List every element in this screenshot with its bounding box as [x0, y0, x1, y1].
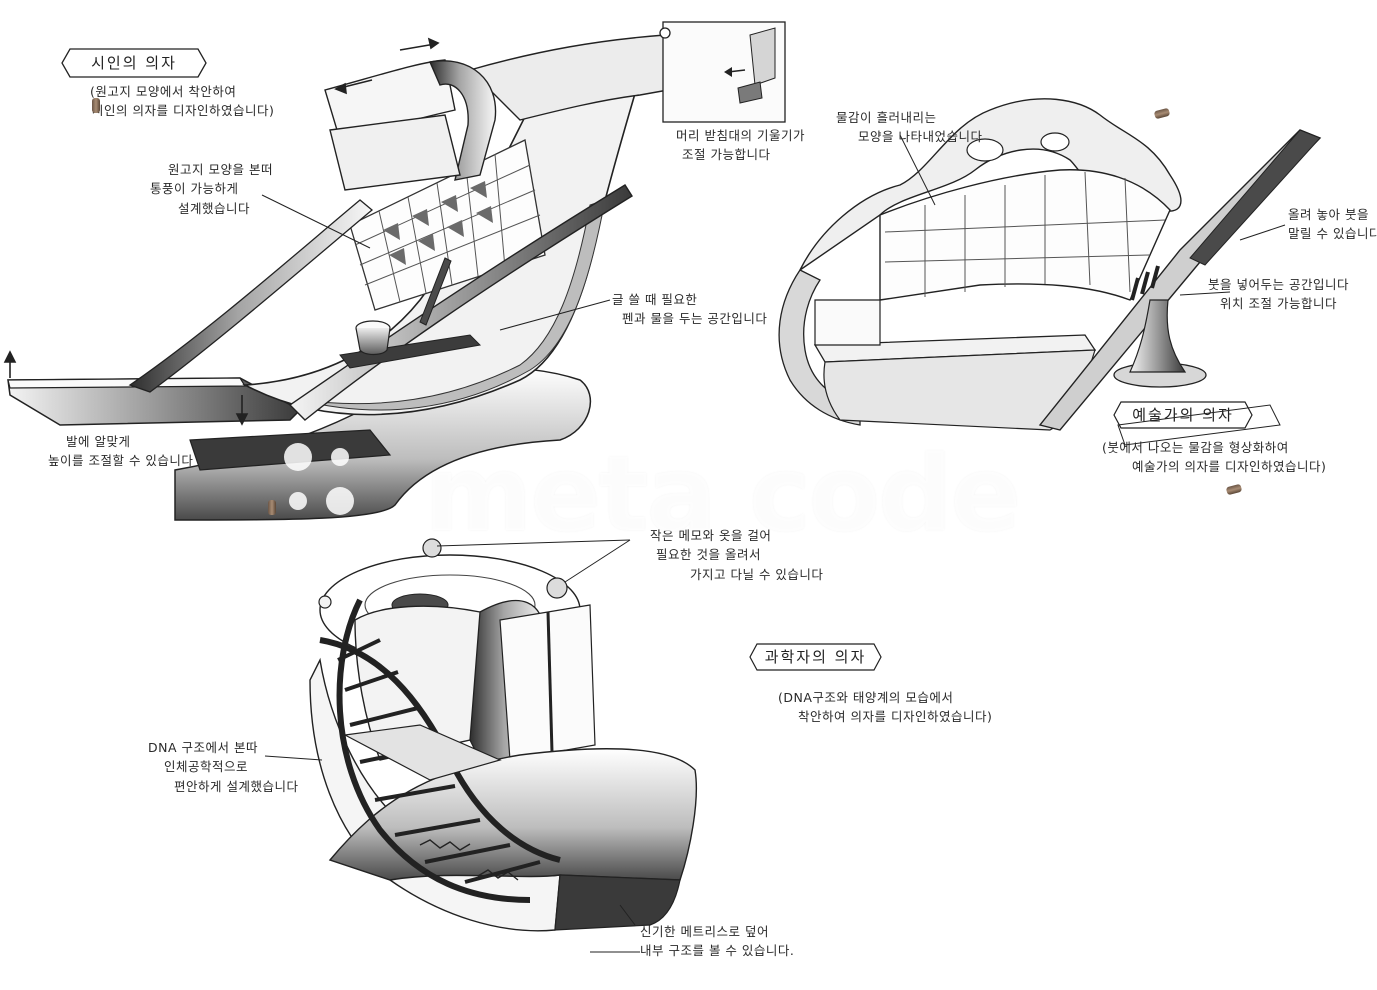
note-line: 높이를 조절할 수 있습니다	[48, 453, 194, 469]
poet-note-paper: 원고지 모양을 본떠 통풍이 가능하게 설계했습니다	[150, 160, 273, 218]
artist-subtitle-line-2: 예술가의 의자를 디자인하였습니다)	[1132, 459, 1327, 475]
note-line: 물감이 흘러내리는	[836, 110, 937, 125]
artist-subtitle-line-1: (붓에서 나오는 물감을 형상화하여	[1102, 440, 1289, 455]
poet-note-shelf: 글 쓸 때 필요한 펜과 물을 두는 공간입니다	[612, 290, 767, 329]
poet-note-foot: 발에 알맞게 높이를 조절할 수 있습니다	[48, 432, 193, 471]
artist-chair-title: 예술가의 의자	[1112, 400, 1254, 430]
scientist-chair-subtitle: (DNA구조와 태양계의 모습에서 착안하여 의자를 디자인하였습니다)	[778, 688, 992, 727]
note-line: 원고지 모양을 본떠	[168, 162, 273, 177]
note-line: 머리 받침대의 기울기가	[676, 128, 805, 143]
note-line: 발에 알맞게	[66, 434, 131, 449]
artist-note-slot: 붓을 넣어두는 공간입니다 위치 조절 가능합니다	[1208, 275, 1349, 314]
poet-chair-subtitle: (원고지 모양에서 착안하여 시인의 의자를 디자인하였습니다)	[52, 82, 274, 121]
note-line: 내부 구조를 볼 수 있습니다.	[640, 943, 795, 959]
note-line: 신기한 메트리스로 덮어	[640, 924, 769, 939]
scientist-chair-title: 과학자의 의자	[748, 642, 883, 672]
note-line: 글 쓸 때 필요한	[612, 292, 698, 307]
note-line: 모양을 나타내었습니다	[858, 129, 983, 145]
note-line: 붓을 넣어두는 공간입니다	[1208, 277, 1349, 292]
artist-note-brush: 올려 놓아 붓을 말릴 수 있습니다	[1288, 205, 1377, 244]
note-line: 조절 가능합니다	[682, 147, 771, 163]
note-line: 편안하게 설계했습니다	[174, 778, 299, 794]
pin-mid-left	[268, 500, 276, 515]
note-line: 말릴 수 있습니다	[1288, 226, 1377, 242]
note-line: 위치 조절 가능합니다	[1220, 296, 1337, 312]
poet-note-headrest: 머리 받침대의 기울기가 조절 가능합니다	[676, 126, 805, 165]
note-line: 통풍이 가능하게	[150, 181, 239, 197]
note-line: 설계했습니다	[178, 200, 251, 216]
note-line: 작은 메모와 옷을 걸어	[650, 528, 772, 543]
note-line: 가지고 다닐 수 있습니다	[690, 566, 824, 582]
note-line: 인체공학적으로	[164, 759, 249, 775]
note-line: 펜과 물을 두는 공간입니다	[622, 311, 768, 327]
scientist-note-seat: 신기한 메트리스로 덮어 내부 구조를 볼 수 있습니다.	[640, 922, 794, 961]
note-line: DNA 구조에서 본따	[148, 740, 258, 755]
scientist-subtitle-line-2: 착안하여 의자를 디자인하였습니다)	[798, 709, 993, 725]
note-line: 필요한 것을 올려서	[656, 547, 761, 563]
scientist-note-orbit: 작은 메모와 옷을 걸어 필요한 것을 올려서 가지고 다닐 수 있습니다	[650, 526, 823, 584]
poet-chair-title: 시인의 의자	[60, 47, 208, 79]
scientist-subtitle-line-1: (DNA구조와 태양계의 모습에서	[778, 690, 954, 705]
artist-note-paint: 물감이 흘러내리는 모양을 나타내었습니다	[836, 108, 982, 147]
artist-chair-subtitle: (붓에서 나오는 물감을 형상화하여 예술가의 의자를 디자인하였습니다)	[1102, 438, 1326, 477]
scientist-note-dna: DNA 구조에서 본따 인체공학적으로 편안하게 설계했습니다	[148, 738, 298, 796]
poet-subtitle-line-1: (원고지 모양에서 착안하여	[90, 84, 237, 99]
poet-subtitle-line-2: 시인의 의자를 디자인하였습니다)	[92, 103, 275, 119]
pin-top-left	[92, 98, 100, 113]
note-line: 올려 놓아 붓을	[1288, 207, 1369, 222]
